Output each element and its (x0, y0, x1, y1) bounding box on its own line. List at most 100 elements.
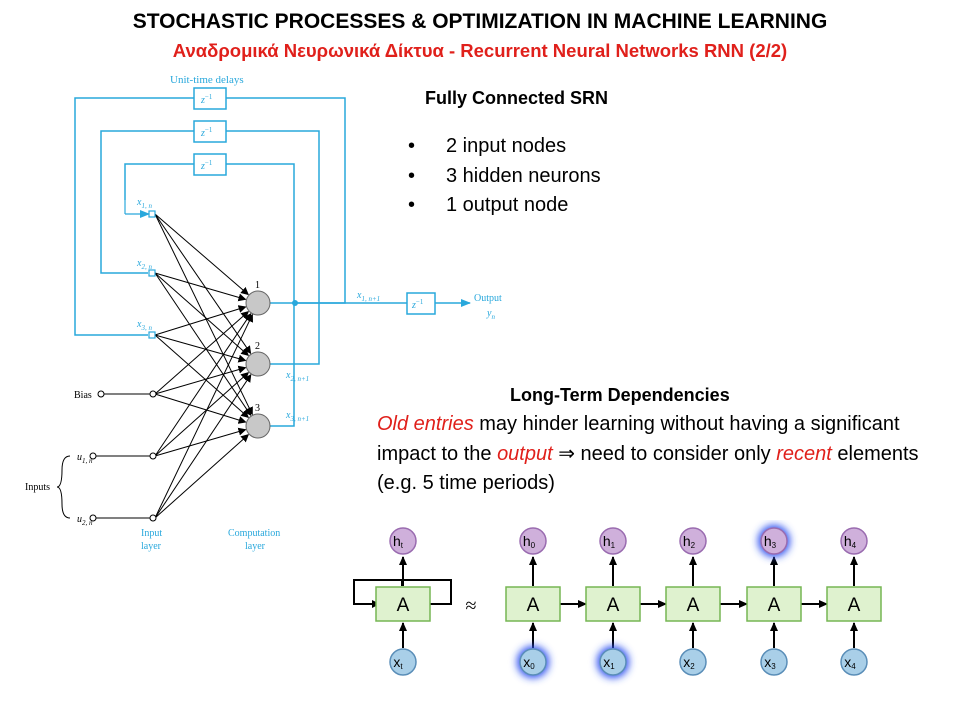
junction-dot (292, 300, 298, 306)
h-node-1 (599, 527, 627, 555)
rnn-cell-label-2: A (687, 595, 700, 616)
edge (154, 310, 250, 395)
edge (154, 434, 250, 519)
input-nodes (148, 210, 156, 339)
x-node-2 (679, 648, 707, 676)
x-label-3: x3 (764, 654, 776, 671)
label-x3n1: x3, n+1 (285, 410, 309, 423)
folded-cell-A (375, 586, 431, 622)
unit-delay-feedback-wires (74, 97, 471, 427)
h-node-0 (519, 527, 547, 555)
edge (154, 213, 249, 296)
edge (154, 334, 247, 363)
edge (154, 334, 250, 419)
delay-label-output: z−1 (411, 298, 424, 311)
edge (154, 313, 253, 519)
x-node-1 (599, 648, 627, 676)
rnn-cell-label-0: A (527, 595, 540, 616)
h-node-3 (760, 527, 788, 555)
neuron-1-label: 1 (255, 280, 260, 291)
rnn-cell-0 (505, 586, 561, 622)
rnn-cell-3 (746, 586, 802, 622)
h-node-4 (840, 527, 868, 555)
bullet-item: •3 hidden neurons (408, 164, 601, 187)
rnn-cell-label-1: A (607, 595, 620, 616)
long-term-dependencies-title: Long-Term Dependencies (510, 385, 730, 405)
x-label-1: x1 (603, 654, 615, 671)
x-node-3 (760, 648, 788, 676)
rnn-cell-2 (665, 586, 721, 622)
rnn-cell-4 (826, 586, 882, 622)
label-bias: Bias (74, 390, 92, 401)
input-node-u2 (149, 514, 157, 522)
bullet-item: •1 output node (408, 194, 569, 216)
h-node-2 (679, 527, 707, 555)
rnn-cell-label-3: A (768, 595, 781, 616)
x-node-4 (840, 648, 868, 676)
bullet-item: •2 input nodes (408, 135, 567, 157)
srn-title: Fully Connected SRN (425, 88, 609, 108)
folded-x-node (389, 648, 417, 676)
h-label-0: h0 (523, 533, 536, 550)
edge (154, 272, 252, 417)
label-x2n: x2, n (136, 258, 152, 271)
edge (154, 305, 247, 336)
label-yn: yn (486, 308, 495, 321)
delay-boxes (193, 87, 436, 315)
folded-h-node (389, 527, 417, 555)
h-label-1: h1 (603, 533, 616, 550)
hidden-neuron-3 (245, 413, 271, 439)
input-node-u1 (149, 452, 157, 460)
edge (154, 272, 250, 357)
hidden-neuron-1 (245, 290, 271, 316)
rnn-cell-label-4: A (848, 595, 861, 616)
label-x1n1: x1, n+1 (356, 290, 380, 303)
bias-node (149, 390, 157, 398)
x-label-2: x2 (683, 654, 695, 671)
x-node-0 (519, 648, 547, 676)
x-label-4: x4 (844, 654, 856, 671)
folded-cell-label: A (397, 595, 410, 616)
delay-label-2: z−1 (200, 126, 213, 139)
edge (154, 213, 253, 416)
rnn-cell-1 (585, 586, 641, 622)
label-x2n1: x2, n+1 (285, 370, 309, 383)
srn-network-diagram: z−1 z−1 z−1 z−1 Unit-time delays 1 2 3 (25, 74, 502, 552)
srn-bullet-list: •2 input nodes •3 hidden neurons •1 outp… (408, 132, 601, 221)
label-u1n: u1, n (77, 452, 93, 465)
page-title: STOCHASTIC PROCESSES & OPTIMIZATION IN M… (132, 10, 828, 33)
label-u2n: u2, n (77, 514, 93, 527)
edge (154, 312, 252, 457)
page-subtitle: Αναδρομικά Νευρωνικά Δίκτυα - Recurrent … (172, 40, 788, 61)
h-label-4: h4 (844, 533, 857, 550)
approx-symbol: ≈ (466, 595, 477, 617)
neuron-3-label: 3 (255, 403, 260, 414)
label-x1n: x1, n (136, 197, 152, 210)
unit-time-delays-label: Unit-time delays (170, 74, 244, 86)
inputs-brace (56, 455, 71, 519)
state-node-x1 (148, 210, 156, 218)
connection-edges (154, 213, 253, 519)
folded-x-label: xt (393, 654, 403, 671)
folded-rnn-cell-group: A ht xt (353, 527, 452, 676)
delay-label-1: z−1 (200, 93, 213, 106)
label-output: Output (474, 293, 502, 304)
edge (154, 393, 247, 424)
h-label-2: h2 (683, 533, 696, 550)
delay-box-3 (193, 153, 227, 176)
label-x3n: x3, n (136, 319, 152, 332)
edge (154, 365, 247, 395)
delay-box-2 (193, 120, 227, 143)
label-inputs: Inputs (25, 482, 50, 493)
delay-label-3: z−1 (200, 159, 213, 172)
edge (154, 372, 250, 457)
state-node-x2 (148, 269, 156, 277)
delay-box-output (406, 292, 436, 315)
h-label-3: h3 (764, 533, 777, 550)
delay-box-1 (193, 87, 227, 110)
edge (154, 427, 247, 457)
edge (154, 213, 252, 355)
